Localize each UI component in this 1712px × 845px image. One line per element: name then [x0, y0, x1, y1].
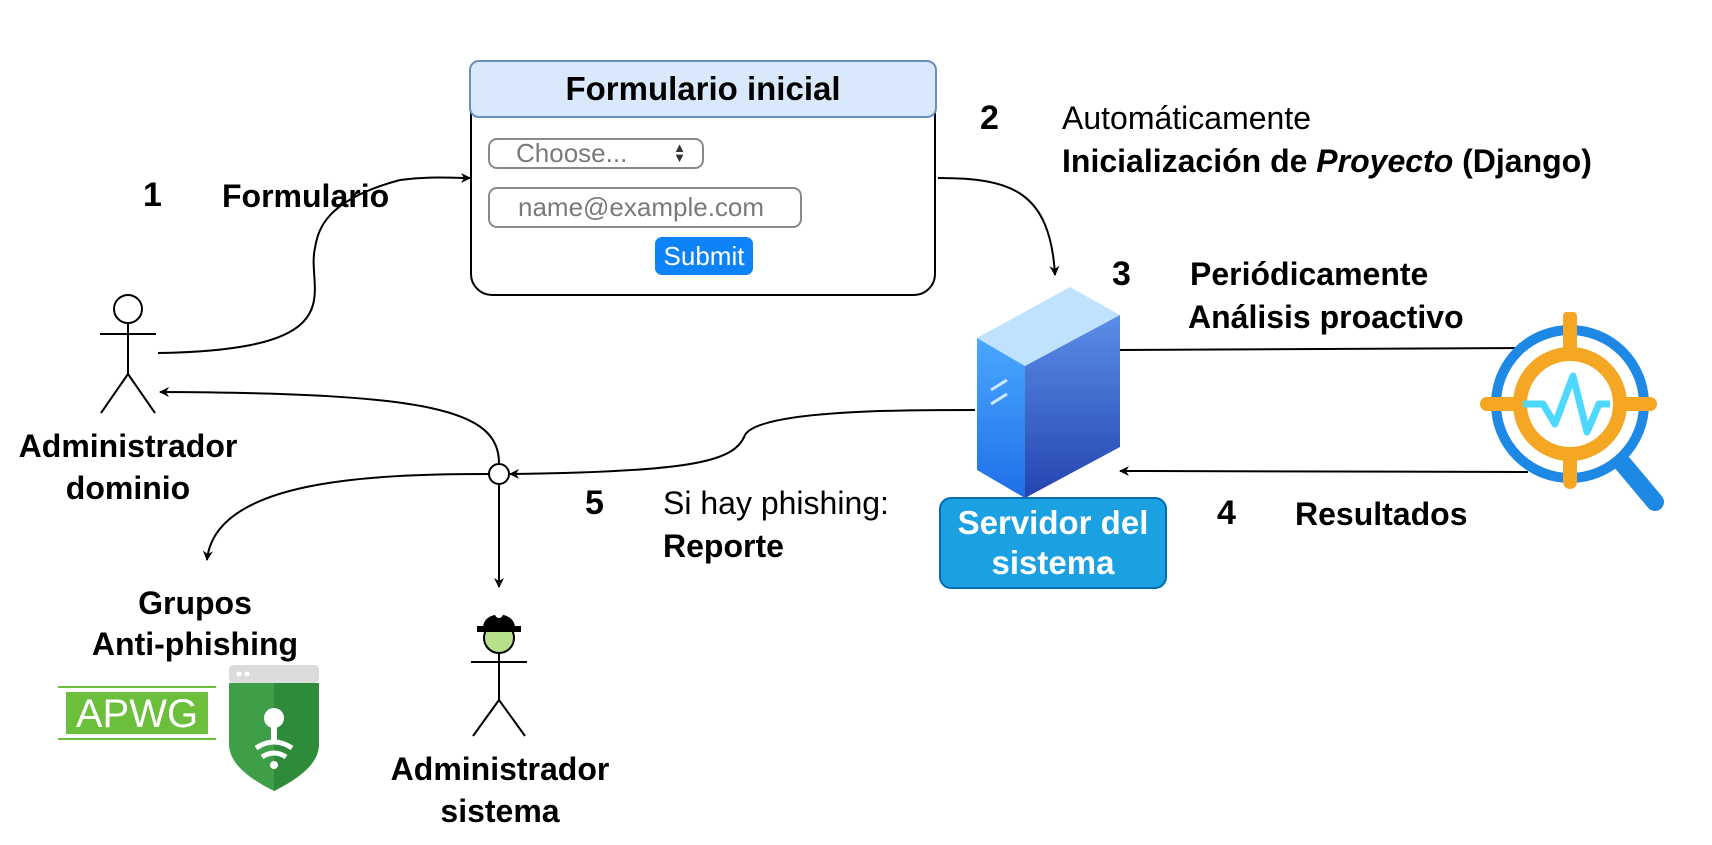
step-3-line1: Periódicamente — [1190, 256, 1429, 292]
stick-figure-icon — [100, 294, 156, 414]
arrow-resultados — [1119, 466, 1529, 477]
step-1-number: 1 — [143, 176, 162, 214]
antiphishing-groups-label: Grupos Anti-phishing — [70, 583, 320, 665]
step-1-label: Formulario — [222, 178, 390, 214]
arrow-to-domain-admin — [159, 387, 500, 464]
step-5-line1: Si hay phishing: — [663, 485, 889, 521]
arrow-reporte — [509, 409, 976, 479]
system-admin-label: Administrador sistema — [370, 748, 630, 832]
step-2-line1: Automáticamente — [1062, 100, 1312, 136]
server-label: Servidor del sistema — [939, 497, 1167, 589]
step-5-number: 5 — [585, 484, 604, 522]
junction-node — [488, 463, 510, 485]
worker-stick-figure-icon — [471, 610, 527, 737]
system-admin-label-line1: Administrador — [390, 751, 610, 787]
choose-select-value: Choose... — [516, 138, 628, 168]
step-3-number: 3 — [1112, 255, 1131, 293]
step-2-line2-a: Inicialización de — [1062, 143, 1317, 179]
arrow-formulario — [157, 172, 471, 354]
apwg-logo: APWG — [58, 686, 216, 740]
step-4-number: 4 — [1217, 494, 1236, 532]
domain-admin-label-line1: Administrador — [18, 428, 238, 464]
choose-select[interactable]: Choose... ▲▼ — [488, 138, 704, 169]
server-label-line2: sistema — [991, 544, 1115, 581]
step-2-line2: Inicialización de Proyecto (Django) — [1062, 143, 1592, 180]
step-4-label: Resultados — [1295, 496, 1468, 532]
server-label-line1: Servidor del — [957, 504, 1149, 541]
domain-admin-label: Administrador dominio — [0, 425, 256, 509]
step-3-line2: Análisis proactivo — [1188, 299, 1464, 335]
antiphishing-label-line2: Anti-phishing — [91, 626, 299, 662]
arrow-to-grupos — [202, 473, 490, 561]
step-2-number: 2 — [980, 99, 999, 137]
analysis-magnifier-icon — [1480, 312, 1664, 511]
step-5-line2: Reporte — [663, 528, 784, 564]
step-2-line2-c: (Django) — [1453, 143, 1592, 179]
domain-admin-label-line2: dominio — [65, 470, 191, 506]
arrow-analisis — [1119, 343, 1529, 354]
google-safe-browsing-shield-icon — [229, 665, 319, 791]
arrow-inicializacion — [937, 177, 1060, 276]
step-2-line2-italic: Proyecto — [1316, 143, 1454, 179]
svg-text:APWG: APWG — [76, 692, 198, 736]
form-title: Formulario inicial — [469, 60, 937, 118]
submit-button[interactable]: Submit — [655, 237, 753, 275]
email-field[interactable]: name@example.com — [488, 187, 802, 228]
server-icon — [977, 287, 1120, 498]
select-arrows-icon: ▲▼ — [673, 140, 686, 165]
email-field-placeholder: name@example.com — [518, 192, 765, 222]
antiphishing-label-line1: Grupos — [138, 585, 252, 621]
system-admin-label-line2: sistema — [440, 793, 560, 829]
